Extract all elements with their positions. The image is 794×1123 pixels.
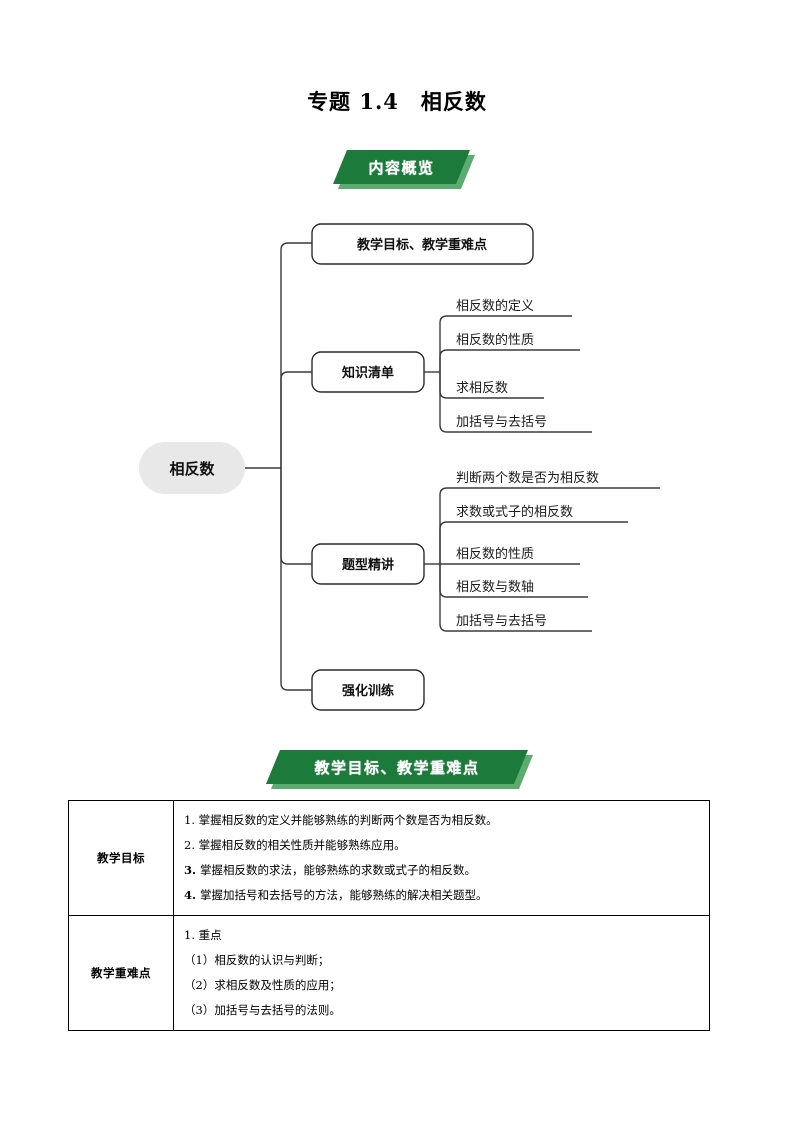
mindmap-leaf-line-2-4 [439,372,592,433]
section-banner-goals: 教学目标、教学重难点 [266,750,528,784]
banner-label: 教学目标、教学重难点 [314,758,480,777]
mindmap-leaf-label-2-2: 相反数的性质 [456,332,534,348]
section-banner-overview: 内容概览 [333,150,470,184]
mindmap-leaf-label-3-2: 求数或式子的相反数 [456,504,573,520]
mindmap-leaf-line-2-2 [439,349,580,372]
mindmap-root-node [139,442,245,494]
table-row-body: 1. 重点 （1）相反数的认识与判断； （2）求相反数及性质的应用； （3）加括… [173,915,710,1031]
table-row-label: 教学重难点 [68,915,174,1031]
mindmap-root-label: 相反数 [169,460,215,478]
mindmap-branch-box-4[interactable] [311,669,425,711]
mindmap-branch-label-1: 教学目标、教学重难点 [356,237,487,253]
mindmap-branch-label-2: 知识清单 [342,365,394,381]
mindmap-leaf-label-3-3: 相反数的性质 [456,546,534,562]
mindmap-leaf-line-3-5 [439,564,592,632]
mindmap-leaf-label-3-5: 加括号与去括号 [456,614,547,629]
mindmap-spine-to-branch-2 [280,371,312,468]
mindmap-leaf-line-3-2 [439,521,628,564]
table-line: （1）相反数的认识与判断； [184,953,330,967]
mindmap-branch-label-4: 强化训练 [342,683,394,699]
banner-body [266,750,528,784]
table-line: 1. 掌握相反数的定义并能够熟练的判断两个数是否为相反数。 [184,813,498,827]
table-row: 教学重难点 1. 重点 （1）相反数的认识与判断； （2）求相反数及性质的应用；… [68,915,710,1031]
mindmap-leaf-label-3-4: 相反数与数轴 [456,580,534,595]
table-line: 2. 掌握相反数的相关性质并能够熟练应用。 [184,838,406,852]
table-row: 教学目标 1. 掌握相反数的定义并能够熟练的判断两个数是否为相反数。 2. 掌握… [68,800,710,916]
table-line: （3）加括号与去括号的法则。 [184,1003,341,1017]
mindmap-leaf-label-2-1: 相反数的定义 [456,298,534,314]
mindmap-branch-label-3: 题型精讲 [342,557,394,573]
table-row-body: 1. 掌握相反数的定义并能够熟练的判断两个数是否为相反数。 2. 掌握相反数的相… [173,800,710,916]
mindmap-leaf-label-3-1: 判断两个数是否为相反数 [456,471,599,486]
mindmap-leaf-label-2-4: 加括号与去括号 [456,415,547,430]
table-line: 4. 掌握加括号和去括号的方法，能够熟练的解决相关题型。 [184,888,488,902]
table-line: 3. 掌握相反数的求法，能够熟练的求数或式子的相反数。 [184,863,477,877]
mindmap-leaf-label-2-3: 求相反数 [456,381,508,396]
mindmap-spine-to-branch-1 [280,242,312,468]
mindmap-spine-to-branch-3 [280,468,312,565]
mindmap-branch-box-1[interactable] [311,223,534,265]
teaching-goals-table: 教学目标 1. 掌握相反数的定义并能够熟练的判断两个数是否为相反数。 2. 掌握… [68,800,710,1031]
mindmap-leaf-line-3-1 [439,487,660,564]
mindmap-diagram: 相反数 教学目标、教学重难点 知识清单 相反数的定义 相反数的性质 求相反数 加… [139,223,660,711]
table-line: （2）求相反数及性质的应用； [184,978,341,992]
mindmap-spine-to-branch-4 [280,468,312,691]
page-title: 专题 1.4 相反数 [307,89,487,114]
mindmap-leaf-line-2-1 [439,315,572,372]
banner-label: 内容概览 [368,158,435,177]
banner-body [333,150,470,184]
table-row-label: 教学目标 [68,800,174,916]
table-line: 1. 重点 [184,928,222,942]
